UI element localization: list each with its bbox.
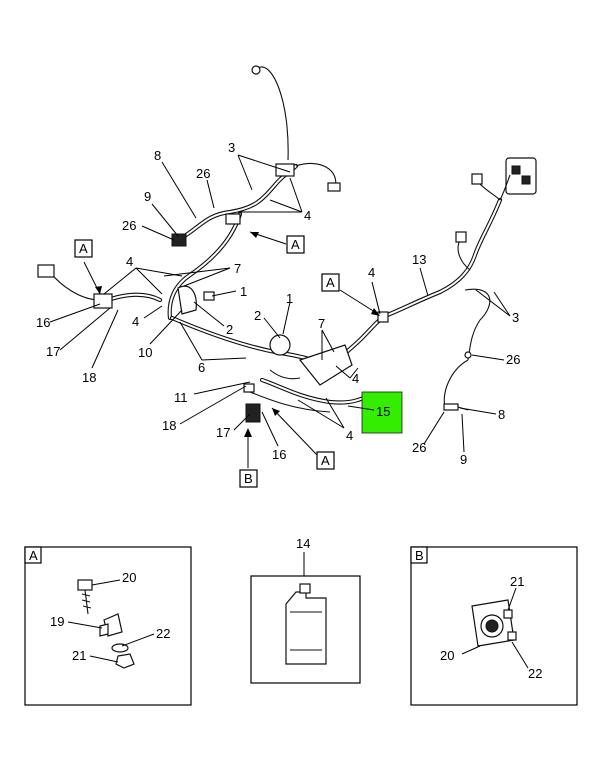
callout-20: 20 [122, 570, 136, 585]
callout-1: 1 [286, 291, 293, 306]
callout-4: 4 [346, 428, 353, 443]
detail-panel-b: B 21 20 22 [410, 546, 578, 706]
callout-17: 17 [46, 344, 60, 359]
callout-8: 8 [498, 407, 505, 422]
callout-4: 4 [126, 254, 133, 269]
callout-9: 9 [460, 452, 467, 467]
leader-lines [49, 154, 511, 468]
view-tag-a: A [321, 453, 330, 468]
harness-center [243, 313, 388, 423]
view-tag-a: A [79, 241, 88, 256]
callout-21: 21 [72, 648, 86, 663]
callout-22: 22 [528, 666, 542, 681]
callout-17: 17 [216, 425, 230, 440]
callout-numbers: 3 8 26 9 4 26 4 7 1 1 16 4 2 2 7 17 10 6… [36, 140, 520, 467]
callout-19: 19 [50, 614, 64, 629]
callout-26: 26 [412, 440, 426, 455]
callout-2: 2 [254, 308, 261, 323]
callout-2: 2 [226, 322, 233, 337]
callout-26: 26 [122, 218, 136, 233]
detail-panel-a: A 20 19 22 21 [24, 546, 192, 706]
detail-a-tag: A [29, 548, 38, 563]
callout-16: 16 [272, 447, 286, 462]
view-tag-a: A [291, 237, 300, 252]
view-tag-a: A [326, 275, 335, 290]
callout-15: 15 [376, 404, 390, 419]
callout-21: 21 [510, 574, 524, 589]
highlight-part-15 [361, 391, 403, 434]
callout-22: 22 [156, 626, 170, 641]
callout-4: 4 [304, 208, 311, 223]
callout-9: 9 [144, 189, 151, 204]
harness-left [37, 65, 341, 371]
callout-6: 6 [198, 360, 205, 375]
callout-26: 26 [506, 352, 520, 367]
callout-20: 20 [440, 648, 454, 663]
callout-16: 16 [36, 315, 50, 330]
callout-3: 3 [228, 140, 235, 155]
callout-26: 26 [196, 166, 210, 181]
callout-4: 4 [368, 265, 375, 280]
callout-1: 1 [240, 284, 247, 299]
view-tag-b: B [244, 471, 253, 486]
callout-3: 3 [512, 310, 519, 325]
view-tags: A A A A B [74, 235, 340, 488]
callout-18: 18 [82, 370, 96, 385]
callout-11: 11 [174, 390, 188, 405]
part-14-panel: 14 [250, 536, 361, 684]
callout-7: 7 [234, 261, 241, 276]
callout-7: 7 [318, 316, 325, 331]
detail-b-tag: B [415, 548, 424, 563]
callout-18: 18 [162, 418, 176, 433]
callout-8: 8 [154, 148, 161, 163]
callout-14: 14 [296, 536, 310, 551]
callout-4: 4 [352, 371, 359, 386]
callout-13: 13 [412, 252, 426, 267]
callout-4: 4 [132, 314, 139, 329]
harness-right [377, 157, 537, 411]
callout-10: 10 [138, 345, 152, 360]
